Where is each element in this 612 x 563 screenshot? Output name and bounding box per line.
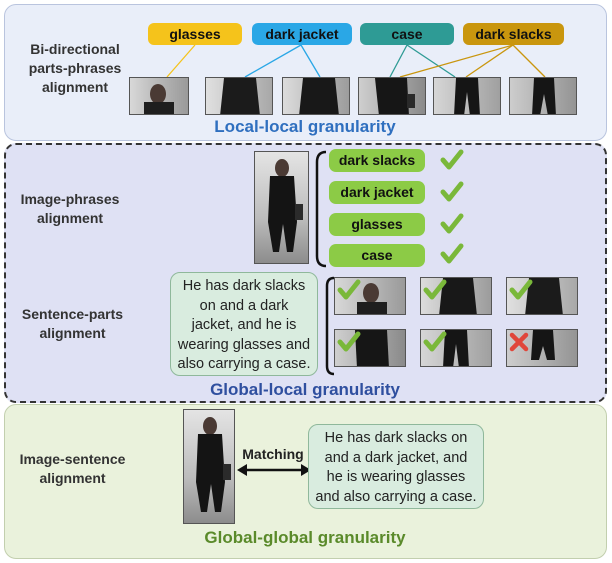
sentence-line: He has dark slacks on <box>324 430 468 446</box>
part-image-legs-2 <box>509 77 577 115</box>
label-line: Image-sentence <box>19 451 126 467</box>
sentence-line: on and a dark <box>199 297 289 314</box>
check-icon <box>509 279 533 300</box>
sentence-line: wearing glasses and <box>177 336 311 353</box>
global-local-title: Global-local granularity <box>210 380 400 399</box>
label-line: parts-phrases <box>28 60 122 76</box>
bracket <box>325 276 335 376</box>
label-line: Bi-directional <box>30 41 120 57</box>
sentence-line: and also carrying a case. <box>315 488 477 505</box>
check-icon <box>440 213 464 234</box>
phrase-pill-dark-slacks: dark slacks <box>329 149 425 172</box>
global-global-panel <box>4 404 607 559</box>
part-image-feet <box>506 329 578 367</box>
bidirectional-alignment-label: Bi-directional parts-phrases alignment <box>10 40 140 97</box>
person-image <box>254 151 309 264</box>
sentence-line: He has dark slacks <box>182 278 306 294</box>
sentence-line: also carrying a case. <box>177 356 311 372</box>
check-icon <box>440 181 464 202</box>
label-line: alignment <box>41 79 109 95</box>
double-arrow-icon <box>237 464 311 476</box>
label-line: alignment <box>39 470 106 486</box>
label-line: alignment <box>39 325 106 341</box>
check-icon <box>337 331 361 352</box>
check-icon <box>423 331 447 352</box>
check-icon <box>337 279 361 300</box>
label-line: Sentence-parts <box>21 306 124 322</box>
local-local-title: Local-local granularity <box>214 117 396 136</box>
part-image-head <box>129 77 189 115</box>
part-image-waist <box>358 77 426 115</box>
matching-label: Matching <box>242 446 304 462</box>
image-sentence-label: Image-sentence alignment <box>10 450 135 488</box>
phrase-tag-dark-jacket: dark jacket <box>252 23 352 45</box>
sentence-parts-label: Sentence-parts alignment <box>10 305 135 343</box>
check-icon <box>440 243 464 264</box>
label-line: alignment <box>36 210 104 226</box>
part-image-torso <box>420 277 492 315</box>
phrase-pill-case: case <box>329 244 425 267</box>
phrase-tag-glasses: glasses <box>148 23 242 45</box>
sentence-box: He has dark slacks on and a dark jacket,… <box>308 424 484 509</box>
sentence-box: He has dark slacks on and a dark jacket,… <box>170 272 318 376</box>
part-image-torso-1 <box>205 77 273 115</box>
bracket <box>315 150 327 268</box>
sentence-line: and a dark jacket, and <box>324 449 468 466</box>
phrase-pill-glasses: glasses <box>329 213 425 236</box>
image-phrases-label: Image-phrases alignment <box>10 190 130 228</box>
phrase-pill-dark-jacket: dark jacket <box>329 181 425 204</box>
label-line: Image-phrases <box>20 191 120 207</box>
check-icon <box>440 149 464 170</box>
phrase-tag-dark-slacks: dark slacks <box>463 23 564 45</box>
part-image-torso <box>506 277 578 315</box>
sentence-line: he is wearing glasses <box>326 469 466 485</box>
sentence-line: jacket, and he is <box>191 317 297 333</box>
part-image-torso-2 <box>282 77 350 115</box>
global-global-title: Global-global granularity <box>204 528 406 547</box>
part-image-legs <box>420 329 492 367</box>
phrase-tag-case: case <box>360 23 454 45</box>
check-icon <box>423 279 447 300</box>
cross-icon <box>509 332 529 352</box>
part-image-legs-1 <box>433 77 501 115</box>
person-image <box>183 409 235 524</box>
